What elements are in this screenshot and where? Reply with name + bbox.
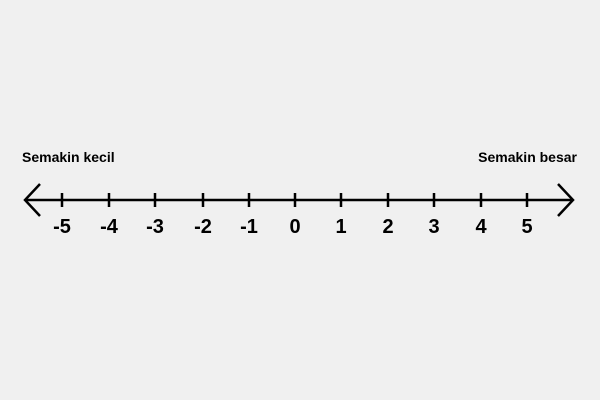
tick-label: 2 xyxy=(382,216,393,238)
tick-label: -2 xyxy=(194,216,212,238)
tick-label: -1 xyxy=(240,216,258,238)
tick-label: -5 xyxy=(53,216,71,238)
ticks: -5 -4 -3 -2 -1 0 1 2 3 4 5 xyxy=(53,193,533,238)
tick-label: -4 xyxy=(100,216,119,238)
tick-label: 1 xyxy=(335,216,346,238)
tick-label: 0 xyxy=(289,216,300,238)
tick-label: 3 xyxy=(428,216,439,238)
smaller-direction-label: Semakin kecil xyxy=(22,149,115,165)
tick-label: 4 xyxy=(475,216,487,238)
right-arrow-head xyxy=(557,183,575,217)
larger-direction-label: Semakin besar xyxy=(478,149,577,165)
tick-label: 5 xyxy=(521,216,532,238)
tick-label: -3 xyxy=(146,216,164,238)
left-arrow-head xyxy=(23,183,41,217)
